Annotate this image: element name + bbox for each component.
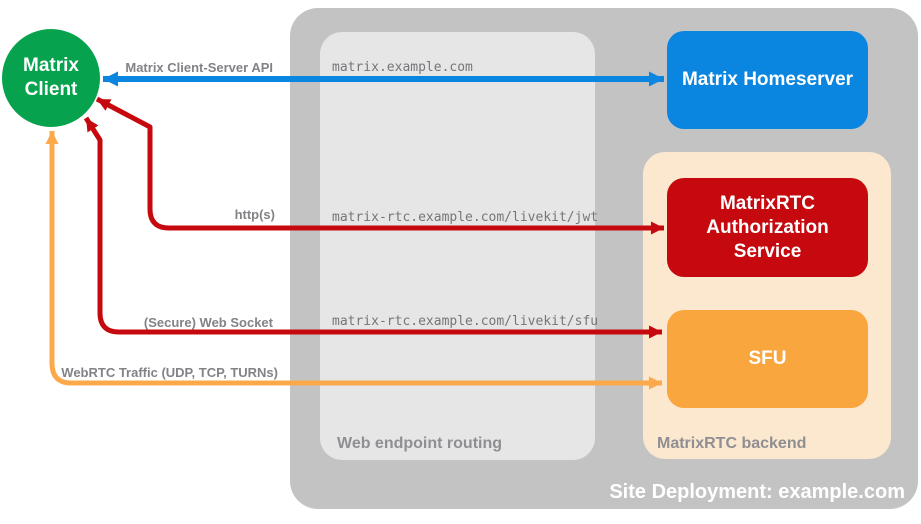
matrix-client-node: Matrix Client bbox=[2, 29, 100, 127]
matrix-client-node-label: Matrix Client bbox=[23, 55, 79, 100]
arrow-label-client-server-api: Matrix Client-Server API bbox=[125, 60, 273, 75]
sfu-node-label: SFU bbox=[748, 348, 787, 369]
arrow-label-https: http(s) bbox=[234, 207, 275, 222]
sfu-node: SFU bbox=[667, 310, 868, 408]
arrow-label-webrtc-traffic: WebRTC Traffic (UDP, TCP, TURNs) bbox=[61, 365, 278, 380]
matrixrtc-authorization-service-label: MatrixRTC Authorization Service bbox=[706, 192, 829, 262]
endpoint-url-livekit-sfu: matrix-rtc.example.com/livekit/sfu bbox=[332, 314, 599, 329]
matrix-homeserver-node: Matrix Homeserver bbox=[667, 31, 868, 129]
arrow-label-secure-web-socket: (Secure) Web Socket bbox=[143, 315, 273, 330]
matrixrtc-backend-label: MatrixRTC backend bbox=[657, 435, 807, 452]
site-deployment-label: Site Deployment: example.com bbox=[609, 481, 905, 503]
endpoint-url-homeserver: matrix.example.com bbox=[332, 60, 473, 75]
endpoint-url-livekit-jwt: matrix-rtc.example.com/livekit/jwt bbox=[332, 210, 599, 225]
matrixrtc-authorization-service-node: MatrixRTC Authorization Service bbox=[667, 178, 868, 277]
web-endpoint-routing-label: Web endpoint routing bbox=[337, 435, 503, 452]
matrix-homeserver-node-label: Matrix Homeserver bbox=[681, 69, 854, 90]
web-endpoint-routing-box bbox=[320, 32, 595, 460]
